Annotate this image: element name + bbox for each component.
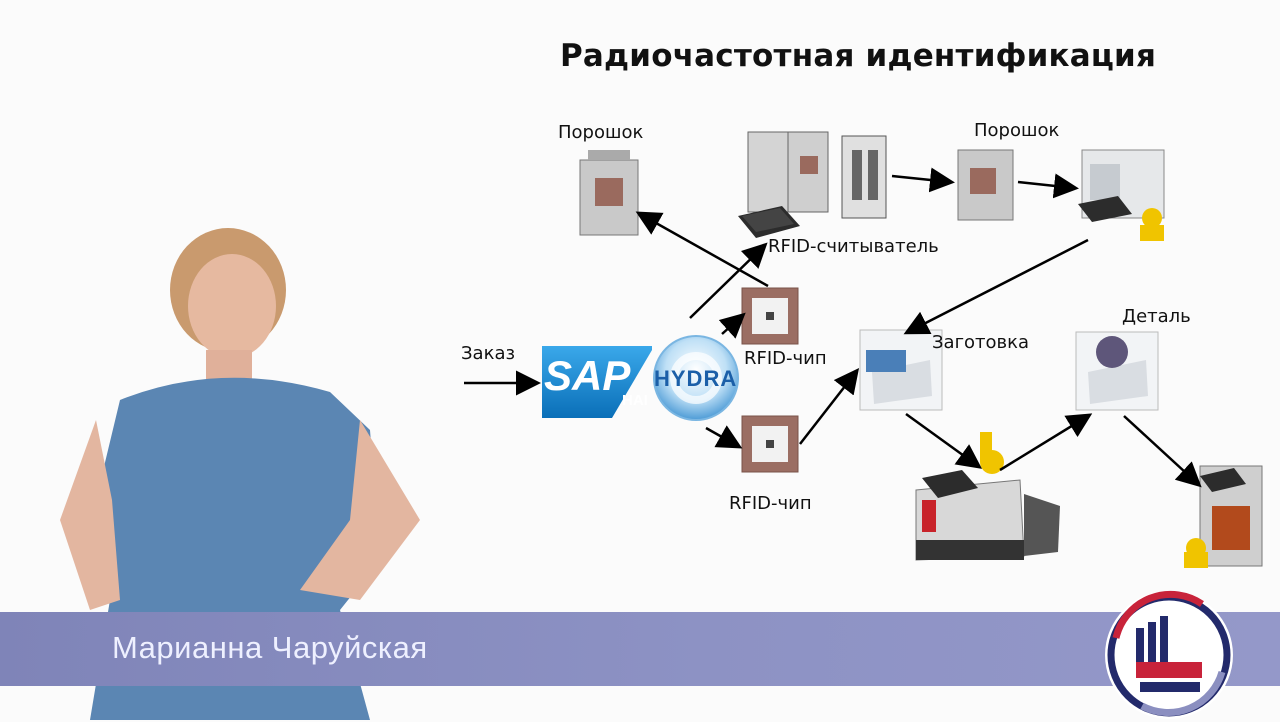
label-rfid-chip-bottom: RFID-чип (729, 493, 812, 514)
cnc-machine-with-robot (915, 432, 1060, 561)
label-rfid-chip-top: RFID-чип (744, 348, 827, 369)
flow-arrows (464, 167, 1202, 488)
powder-container-right (957, 149, 1014, 221)
stankin-logo (1105, 590, 1233, 719)
sap-logo (542, 346, 652, 418)
sap-logo-subtext: HAI (622, 392, 648, 409)
finished-part (1075, 331, 1159, 411)
rfid-chip-top (741, 287, 799, 345)
rfid-chip-bottom (741, 415, 799, 473)
presenter-name: Марианна Чаруйская (112, 630, 428, 665)
hydra-logo-text: HYDRA (654, 366, 738, 391)
label-powder-right: Порошок (974, 120, 1060, 141)
powder-machines-cluster (747, 131, 887, 219)
blank-workpiece (859, 329, 943, 411)
label-part: Деталь (1122, 306, 1191, 327)
furnace-with-robot (1184, 465, 1263, 568)
label-blank: Заготовка (932, 332, 1030, 353)
rfid-reader-top (738, 206, 800, 238)
hydra-logo (653, 335, 739, 421)
label-order: Заказ (461, 343, 516, 364)
slide-title: Радиочастотная идентификация (560, 38, 1157, 74)
powder-container-left (579, 150, 639, 236)
sap-logo-text: SAP (544, 352, 631, 399)
name-bar (0, 612, 1280, 686)
printer-with-robot (1078, 149, 1165, 241)
label-powder-left: Порошок (558, 122, 644, 143)
label-rfid-reader: RFID-считыватель (768, 236, 939, 257)
